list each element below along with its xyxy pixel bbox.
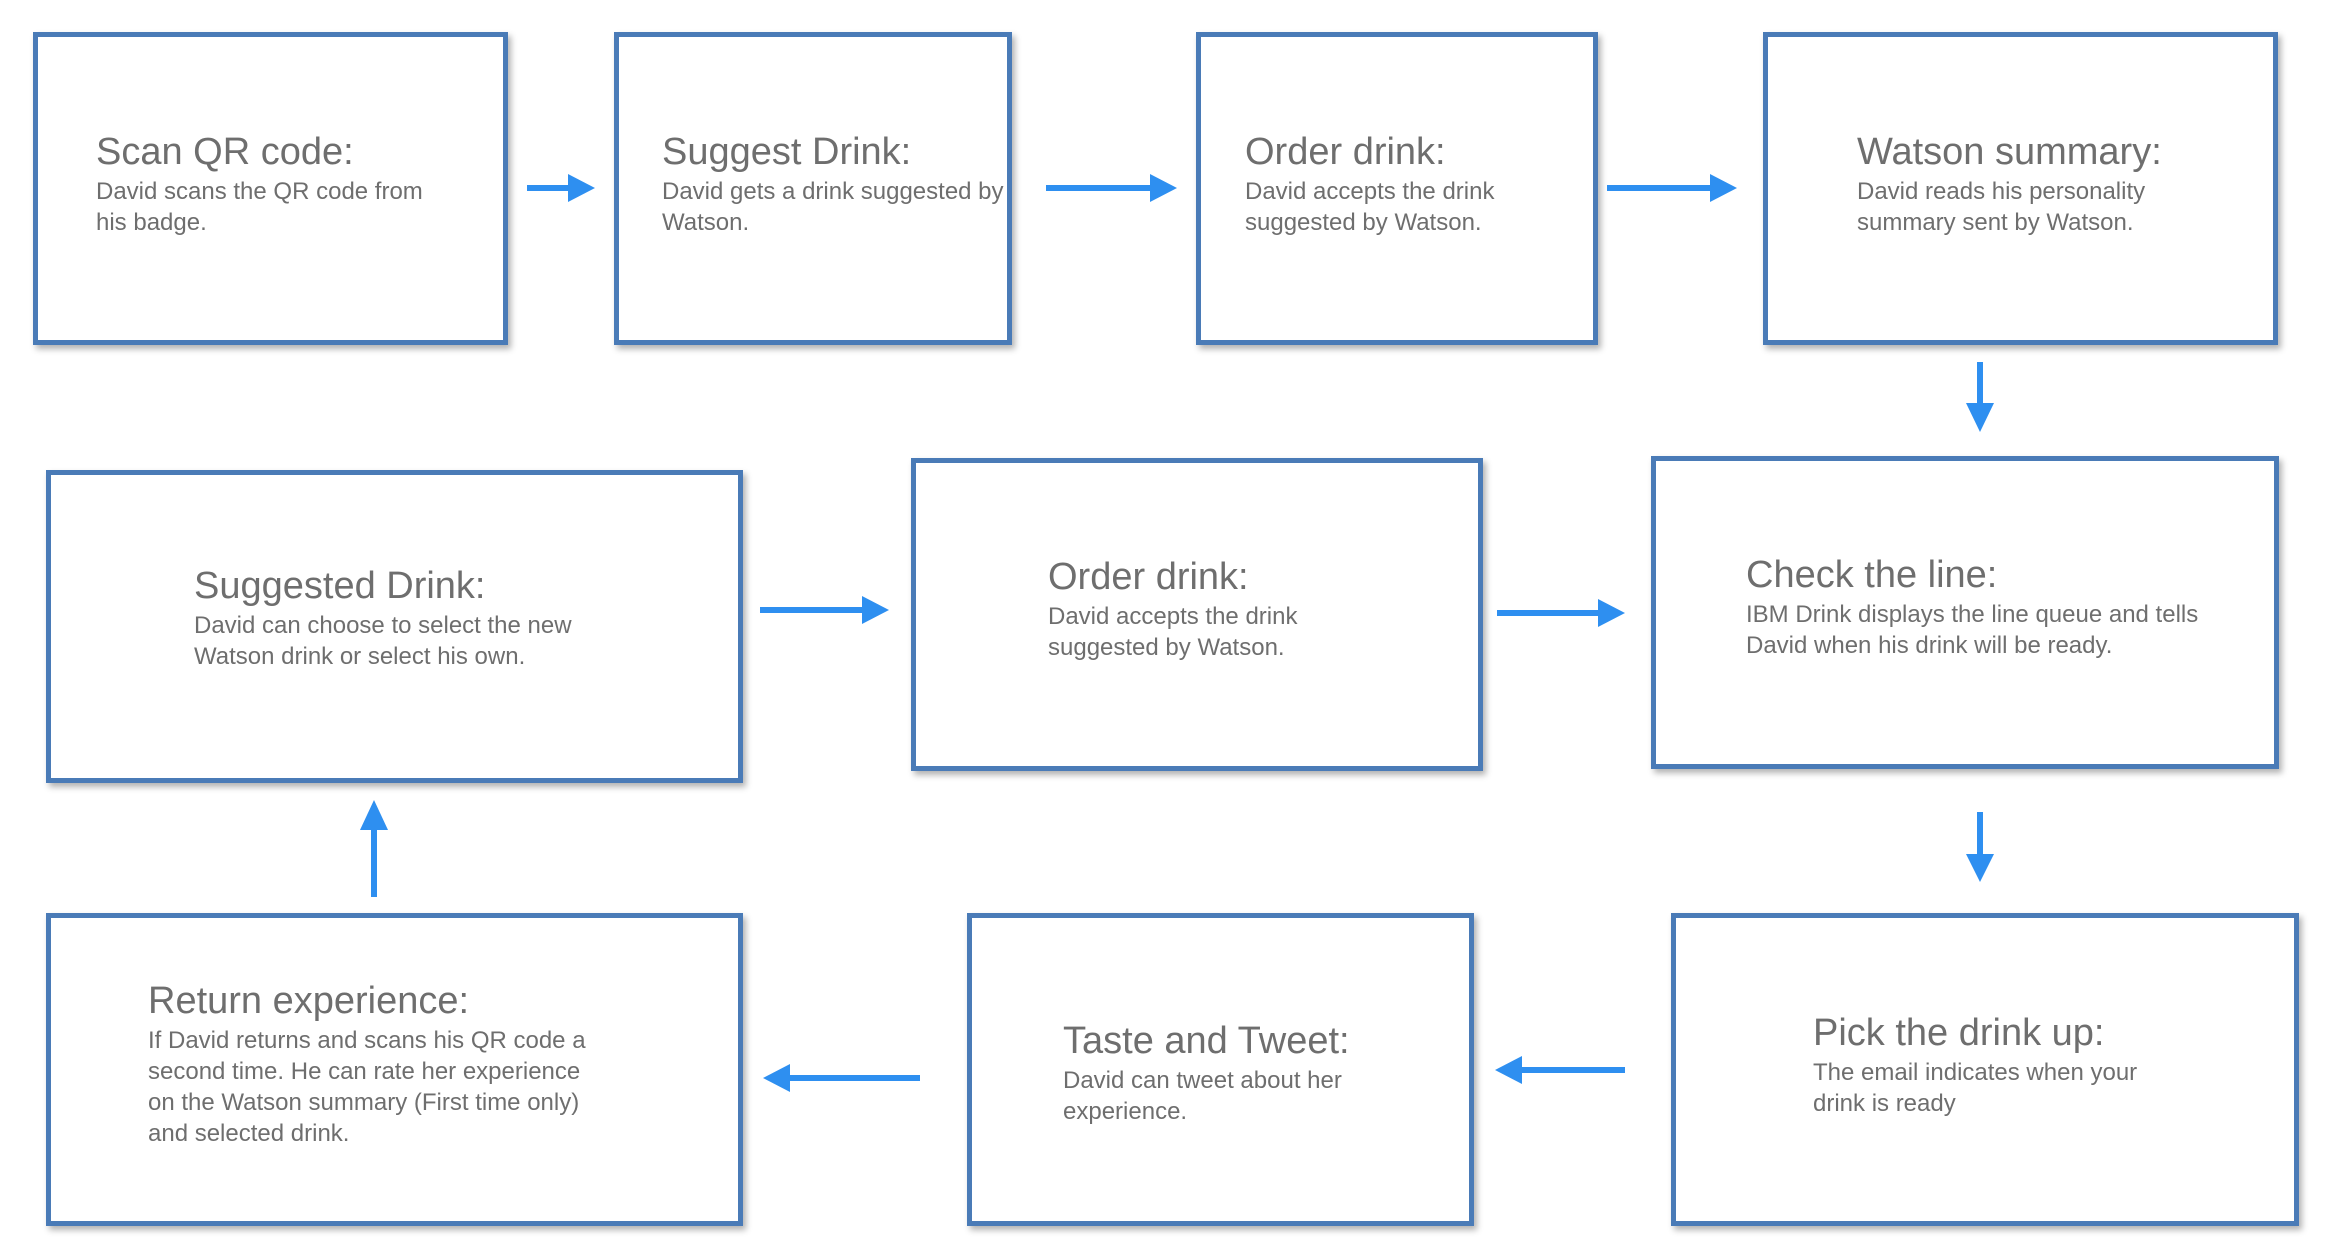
step-box-order-drink-2 <box>911 458 1483 771</box>
step-description: IBM Drink displays the line queue and te… <box>1746 601 2199 659</box>
step-title: Return experience: <box>148 980 470 1022</box>
step-box-check-line <box>1651 456 2279 769</box>
arrow-right-icon <box>527 174 595 202</box>
step-text-order-drink-2: Order drink: David accepts the drink sug… <box>1048 555 1297 663</box>
step-box-pick-up <box>1671 913 2299 1226</box>
step-text-taste-tweet: Taste and Tweet: David can tweet about h… <box>1063 1019 1350 1127</box>
step-description: David accepts the drink suggested by Wat… <box>1048 603 1298 661</box>
step-title: Suggested Drink: <box>194 565 486 607</box>
step-title: Order drink: <box>1048 556 1249 598</box>
arrow-right-icon <box>760 596 889 624</box>
arrow-down-icon <box>1966 362 1994 432</box>
step-title: Order drink: <box>1245 131 1446 173</box>
step-description: David can tweet about her experience. <box>1063 1067 1342 1125</box>
step-description: David can choose to select the new Watso… <box>194 612 572 670</box>
step-text-check-line: Check the line: IBM Drink displays the l… <box>1746 553 2198 661</box>
arrow-left-icon <box>1495 1056 1625 1084</box>
step-description: David scans the QR code from his badge. <box>96 178 423 236</box>
step-title: Taste and Tweet: <box>1063 1020 1350 1062</box>
step-text-watson-summary: Watson summary: David reads his personal… <box>1857 130 2162 238</box>
step-box-taste-tweet <box>967 913 1474 1226</box>
step-text-suggested-drink: Suggested Drink: David can choose to sel… <box>194 564 572 672</box>
arrow-down-icon <box>1966 812 1994 882</box>
arrow-up-icon <box>360 800 388 897</box>
step-box-suggest-drink <box>614 32 1012 345</box>
step-title: Suggest Drink: <box>662 131 912 173</box>
step-title: Check the line: <box>1746 554 1998 596</box>
arrow-right-icon <box>1046 174 1177 202</box>
arrow-right-icon <box>1497 599 1625 627</box>
arrow-left-icon <box>763 1064 920 1092</box>
step-description: David gets a drink suggested by Watson. <box>662 178 1004 236</box>
step-title: Watson summary: <box>1857 131 2162 173</box>
step-description: If David returns and scans his QR code a… <box>148 1027 586 1147</box>
step-box-watson-summary <box>1763 32 2278 345</box>
step-box-scan-qr <box>33 32 508 345</box>
step-text-return-experience: Return experience: If David returns and … <box>148 979 586 1149</box>
step-title: Pick the drink up: <box>1813 1012 2105 1054</box>
step-box-order-drink-1 <box>1196 32 1598 345</box>
step-text-order-drink-1: Order drink: David accepts the drink sug… <box>1245 130 1494 238</box>
step-text-scan-qr: Scan QR code: David scans the QR code fr… <box>96 130 423 238</box>
step-description: David reads his personality summary sent… <box>1857 178 2146 236</box>
step-text-suggest-drink: Suggest Drink: David gets a drink sugges… <box>662 130 1004 238</box>
step-description: The email indicates when your drink is r… <box>1813 1059 2138 1117</box>
step-title: Scan QR code: <box>96 131 354 173</box>
arrow-right-icon <box>1607 174 1737 202</box>
step-box-return-experience <box>46 913 743 1226</box>
step-text-pick-up: Pick the drink up: The email indicates w… <box>1813 1011 2137 1119</box>
step-description: David accepts the drink suggested by Wat… <box>1245 178 1495 236</box>
step-box-suggested-drink <box>46 470 743 783</box>
